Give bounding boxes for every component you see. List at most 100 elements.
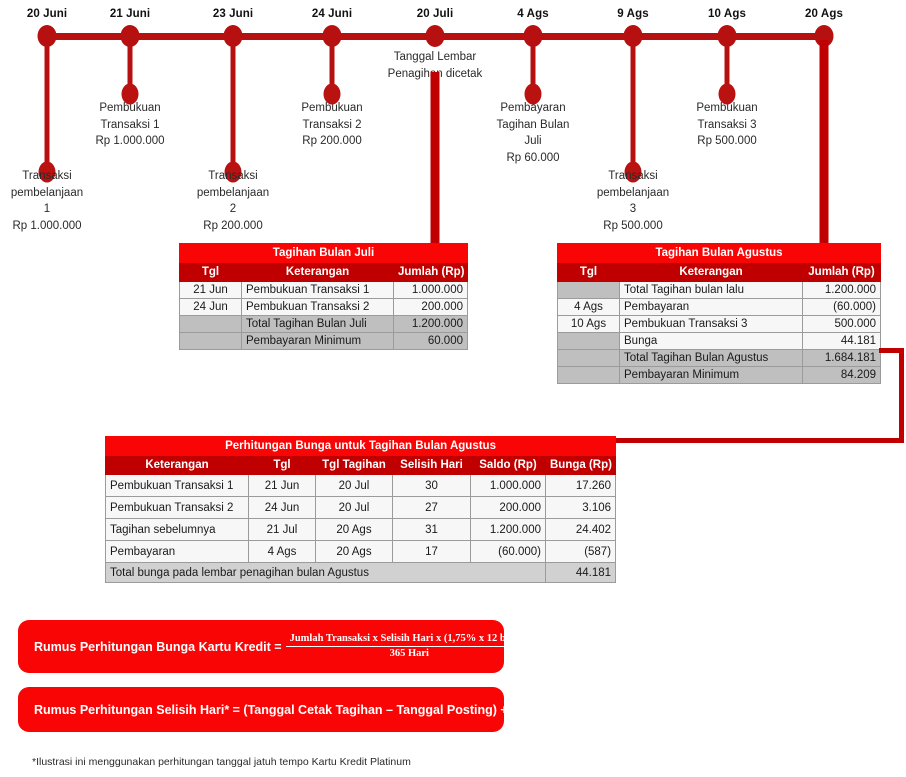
table-bunga-col-selisih-hari: Selisih Hari [392,455,471,475]
cell-saldo: (60.000) [470,540,546,563]
cell-bunga: 3.106 [544,496,617,519]
timeline-caption-line: pembelanjaan [196,186,270,199]
cell-keterangan: Pembukuan Transaksi 1 [105,474,249,497]
cell-bunga: 17.260 [544,474,617,497]
table-bunga-total-value: 44.181 [544,562,617,583]
timeline-caption-line: Pembukuan [301,102,363,114]
timeline-node [717,25,737,47]
table-bunga-total-row: Total bunga pada lembar penagihan bulan … [105,562,617,583]
timeline-caption-line: Juli [524,135,542,147]
timeline-caption-line: Rp 500.000 [603,219,663,232]
table-bunga-total-label: Total bunga pada lembar penagihan bulan … [105,562,546,583]
cell-selisih-hari: 17 [392,540,471,563]
table-agustus-col-tgl: Tgl [557,262,620,282]
timeline-date-label: 21 Juni [109,8,151,20]
timeline-caption-line: Pembayaran [500,102,566,114]
connector-bunga-vertical [899,348,904,443]
table-juli-col-keterangan: Keterangan [241,262,394,282]
cell-tgl [179,332,242,350]
table-juli-title: Tagihan Bulan Juli [179,243,468,263]
timeline-caption-line: Rp 200.000 [302,135,362,147]
formula-bunga-fraction: Jumlah Transaksi x Selisih Hari x (1,75%… [285,633,534,660]
formula-box-bunga: Rumus Perhitungan Bunga Kartu Kredit = J… [18,620,534,673]
timeline-date-label: 23 Juni [212,8,254,20]
cell-jumlah: 60.000 [393,332,468,350]
cell-tgl [179,315,242,333]
cell-jumlah: 1.200.000 [393,315,468,333]
timeline-node [425,25,445,47]
cell-tgl [557,349,620,367]
cell-tgl-tagihan: 20 Jul [315,496,393,519]
timeline-caption-line: Rp 200.000 [203,219,263,232]
table-agustus-title-row: Tagihan Bulan Agustus [556,243,882,263]
table-bunga-col-bunga: Bunga (Rp) [544,455,617,475]
timeline-caption-line: Transaksi 1 [100,118,160,131]
cell-keterangan: Total Tagihan Bulan Juli [241,315,394,333]
timeline-node [523,25,543,47]
timeline-caption-line: Tagihan Bulan [496,118,570,131]
table-bunga-title-row: Perhitungan Bunga untuk Tagihan Bulan Ag… [104,436,617,456]
timeline-node [623,25,643,47]
timeline-caption-line: Transaksi [208,170,258,182]
timeline-caption-line: Rp 1.000.000 [12,219,82,232]
table-agustus-col-keterangan: Keterangan [619,262,803,282]
timeline-stem [724,42,730,94]
timeline-date-label: 20 Juli [416,8,454,20]
timeline-caption-line: Rp 1.000.000 [95,135,165,147]
table-juli-col-tgl: Tgl [179,262,242,282]
table-tagihan-juli: Tagihan Bulan Juli Tgl Keterangan Jumlah… [179,243,468,350]
table-agustus-title: Tagihan Bulan Agustus [556,243,882,263]
formula-selisih-text: Rumus Perhitungan Selisih Hari* = (Tangg… [34,702,546,717]
timeline-event-dot [38,161,56,183]
formula-box-selisih-hari: Rumus Perhitungan Selisih Hari* = (Tangg… [18,687,546,732]
table-bunga-header-row: Keterangan Tgl Tgl Tagihan Selisih Hari … [105,455,617,475]
cell-saldo: 1.000.000 [470,474,546,497]
timeline-caption-line: Rp 500.000 [697,135,757,147]
cell-keterangan: Total Tagihan Bulan Agustus [619,349,803,367]
table-juli-title-row: Tagihan Bulan Juli [179,243,468,263]
cell-tgl: 24 Jun [179,298,242,316]
timeline-caption-line: Rp 60.000 [506,151,560,164]
timeline-caption-line: Transaksi 2 [302,118,362,131]
cell-jumlah: (60.000) [801,298,882,316]
table-juli-header-row: Tgl Keterangan Jumlah (Rp) [179,262,468,282]
timeline-caption-line: Transaksi [22,170,72,182]
timeline-node [37,25,57,47]
cell-selisih-hari: 27 [392,496,471,519]
formula-bunga-lead: Rumus Perhitungan Bunga Kartu Kredit = [34,639,282,654]
timeline-caption-line: 2 [229,203,237,215]
cell-tgl: 4 Ags [557,298,620,316]
timeline-date-label: 4 Ags [517,8,549,20]
timeline-date-label: 20 Ags [805,8,843,20]
timeline-caption-line: Pembukuan [696,102,758,114]
timeline-date-label: 20 Juni [26,8,68,20]
timeline-stem [630,42,636,172]
cell-tgl [557,281,620,299]
cell-selisih-hari: 30 [392,474,471,497]
cell-keterangan: Pembukuan Transaksi 2 [241,298,394,316]
timeline-caption-line: pembelanjaan [10,186,84,199]
timeline-stem [329,42,335,94]
cell-tgl-tagihan: 20 Ags [315,518,393,541]
cell-keterangan: Pembukuan Transaksi 1 [241,281,394,299]
cell-jumlah: 200.000 [393,298,468,316]
cell-saldo: 200.000 [470,496,546,519]
table-agustus-header-row: Tgl Keterangan Jumlah (Rp) [557,262,882,282]
timeline-date-label: 9 Ags [617,8,649,20]
cell-selisih-hari: 31 [392,518,471,541]
